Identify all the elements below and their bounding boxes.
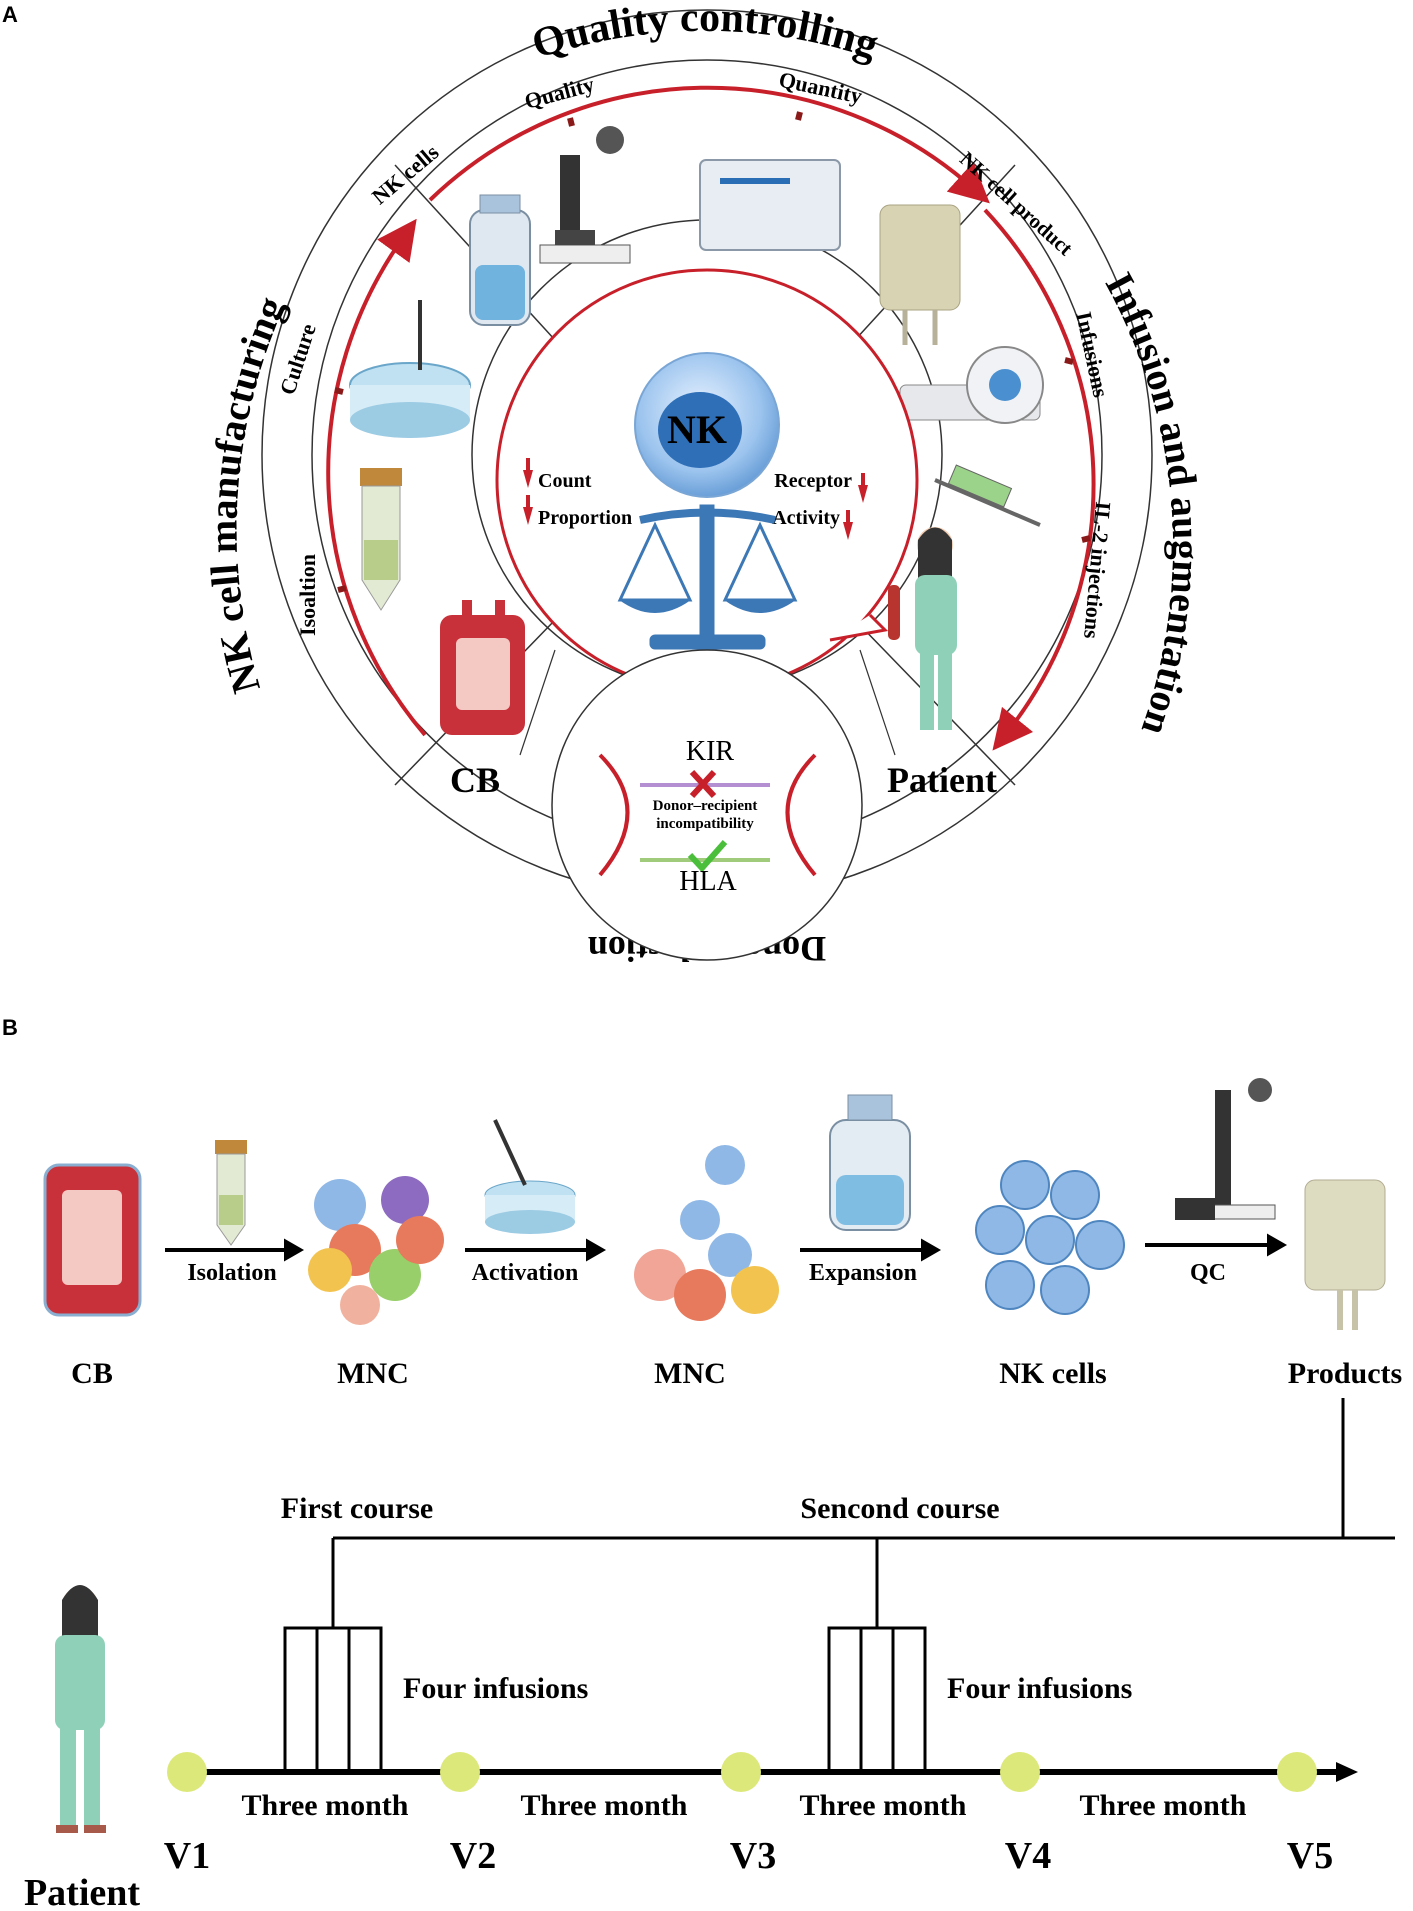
patient-label-b: Patient bbox=[24, 1872, 140, 1911]
nurse-figure-icon bbox=[888, 527, 957, 730]
check-icon bbox=[687, 840, 728, 873]
step-expansion: Expansion bbox=[809, 1260, 917, 1286]
four-infusions-2: Four infusions bbox=[947, 1672, 1132, 1705]
interval-3: Three month bbox=[800, 1789, 967, 1822]
center-receptor: Receptor bbox=[774, 470, 852, 492]
infusion-bars-1 bbox=[283, 1626, 383, 1775]
step-isolation: Isolation bbox=[187, 1260, 276, 1286]
nk-cells-cluster-icon bbox=[975, 1160, 1125, 1315]
course-connectors bbox=[331, 1398, 1395, 1628]
interval-2: Three month bbox=[521, 1789, 688, 1822]
label-patient-a: Patient bbox=[887, 760, 997, 800]
step-qc: QC bbox=[1190, 1260, 1226, 1286]
visit-v3: V3 bbox=[730, 1835, 776, 1877]
visit-dots bbox=[167, 1752, 1317, 1792]
analyzer-icon bbox=[699, 159, 841, 251]
arc-ticks bbox=[334, 111, 1091, 593]
tube-b-icon bbox=[215, 1140, 247, 1246]
center-count: Count bbox=[538, 470, 592, 492]
kir-label: KIR bbox=[686, 736, 735, 767]
petri-b-icon bbox=[484, 1119, 576, 1234]
incompat-line1: Donor–recipient bbox=[653, 798, 758, 814]
hla-label: HLA bbox=[679, 866, 737, 897]
panel-b-letter: B bbox=[2, 1015, 18, 1040]
ring-label-infusions: Infusions bbox=[1071, 309, 1114, 400]
product-bag-icon bbox=[879, 204, 961, 345]
center-circle bbox=[495, 268, 919, 692]
node-nk-cells: NK cells bbox=[999, 1357, 1106, 1390]
node-cb: CB bbox=[71, 1357, 113, 1390]
panel-a-letter: A bbox=[2, 2, 18, 27]
donor-circle bbox=[519, 649, 896, 961]
interval-1: Three month bbox=[242, 1789, 409, 1822]
activated-mnc-icon bbox=[634, 1145, 779, 1321]
cross-icon bbox=[689, 769, 717, 799]
cb-bag-b-icon bbox=[43, 1163, 142, 1317]
microscope-icon bbox=[539, 126, 631, 264]
node-mnc-2: MNC bbox=[654, 1357, 726, 1390]
microscope-b-icon bbox=[1175, 1078, 1276, 1220]
center-activity: Activity bbox=[772, 507, 840, 529]
red-arcs bbox=[326, 85, 1096, 751]
nk-label: NK bbox=[667, 407, 727, 452]
visit-v2: V2 bbox=[450, 1835, 496, 1877]
first-course-label: First course bbox=[281, 1492, 433, 1525]
visit-v4: V4 bbox=[1005, 1835, 1051, 1877]
ring-label-nk-cell-product: NK cell product bbox=[955, 147, 1077, 261]
step-activation: Activation bbox=[472, 1260, 579, 1286]
second-course-label: Sencond course bbox=[800, 1492, 999, 1525]
expansion-bottle-icon bbox=[829, 1094, 911, 1231]
visit-v5: V5 bbox=[1287, 1835, 1333, 1877]
interval-4: Three month bbox=[1080, 1789, 1247, 1822]
cb-blood-bag-icon bbox=[440, 600, 525, 735]
centrifuge-tube-icon bbox=[360, 468, 402, 611]
patient-figure-icon bbox=[55, 1585, 106, 1833]
incompat-line2: incompatibility bbox=[656, 816, 754, 832]
mnc-cells-icon bbox=[308, 1176, 444, 1325]
node-products: Products bbox=[1288, 1357, 1402, 1390]
ring-label-isolation: Isoaltion bbox=[295, 554, 320, 636]
timeline-axis bbox=[185, 1762, 1358, 1782]
visit-v1: V1 bbox=[164, 1835, 210, 1877]
mri-scanner-icon bbox=[899, 346, 1044, 424]
products-bag-icon bbox=[1304, 1179, 1386, 1330]
four-infusions-1: Four infusions bbox=[403, 1672, 588, 1705]
label-nk-manufacturing: NK cell manufacturing bbox=[200, 290, 293, 698]
label-quality-controlling: Quality controlling bbox=[527, 0, 884, 68]
center-proportion: Proportion bbox=[538, 507, 632, 529]
balance-scale-icon bbox=[617, 504, 798, 650]
syringe-icon bbox=[934, 464, 1041, 527]
infusion-bars-2 bbox=[827, 1626, 927, 1775]
petri-dish-icon bbox=[349, 300, 471, 438]
down-arrow-icons bbox=[523, 458, 868, 540]
label-cb: CB bbox=[450, 760, 500, 800]
workflow-arrows bbox=[165, 1233, 1288, 1262]
node-mnc-1: MNC bbox=[337, 1357, 409, 1390]
culture-bottle-icon bbox=[469, 194, 531, 326]
